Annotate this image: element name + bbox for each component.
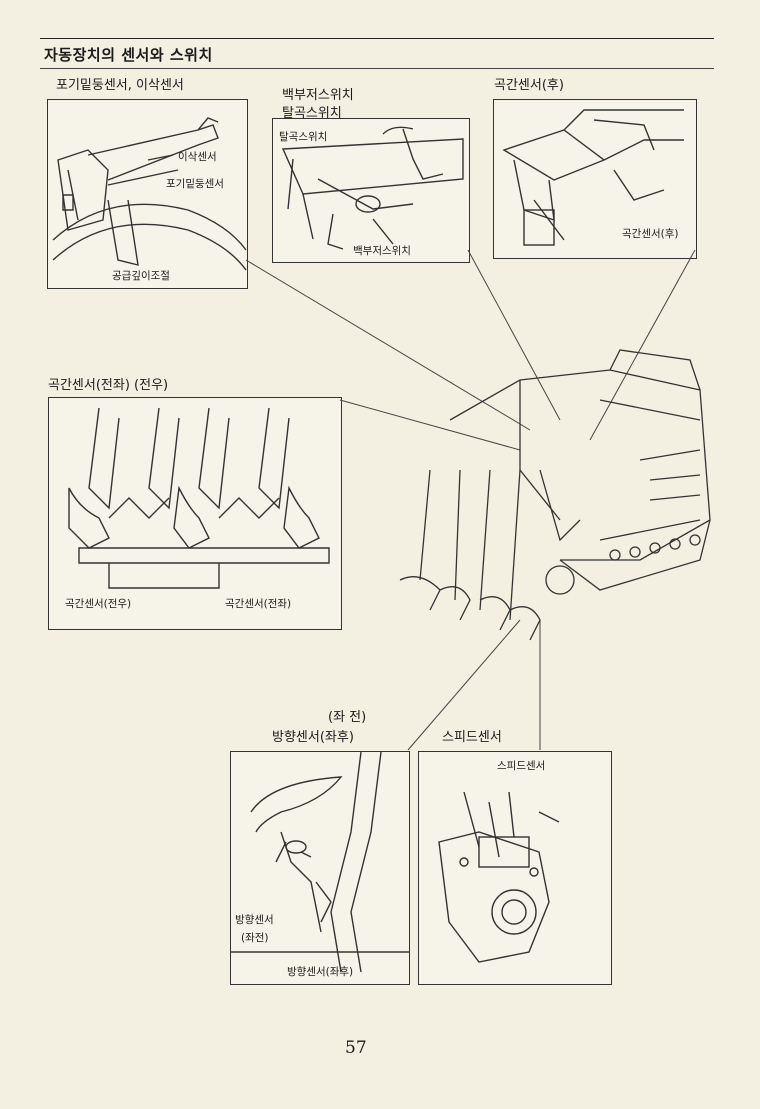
section-title-stem-sensor: 포기밑둥센서, 이삭센서 [56,78,184,93]
page-number: 57 [345,1038,367,1058]
callout-talgok-switch: 탈곡스위치 [279,131,328,143]
callout-gokgan-front-left: 곡간센서(전좌) [225,598,292,610]
callout-speed-sensor: 스피드센서 [497,760,546,772]
stem-sensor-figure: 이삭센서 포기밑둥센서 공급깊이조절 [47,99,248,289]
callout-gokgan-rear: 곡간센서(후) [622,228,679,240]
speed-sensor-figure: 스피드센서 [418,751,612,985]
section-title-front-culm-sensors: 곡간센서(전좌) (전우) [48,378,169,393]
section-title-rear-culm-sensor: 곡간센서(후) [494,78,564,93]
callout-direction-left-front-1: 방향센서 [235,914,274,926]
direction-sensor-figure: 방향센서 (좌전) 방향센서(좌후) [230,751,410,985]
section-title-left-front: (좌 전) [328,710,367,725]
switch-figure: 탈곡스위치 백부저스위치 [272,118,470,263]
callout-pogi-sensor: 포기밑둥센서 [166,178,224,190]
rear-culm-sensor-figure: 곡간센서(후) [493,99,697,259]
callout-gokgan-front-right: 곡간센서(전우) [65,598,132,610]
callout-baekbujeo-switch: 백부저스위치 [353,245,411,257]
callout-supply-depth: 공급깊이조절 [112,270,170,282]
page-title: 자동장치의 센서와 스위치 [44,46,213,64]
callout-direction-left-rear: 방향센서(좌후) [287,966,354,978]
header-underline [40,68,714,69]
section-title-thresh-switch: 탈곡스위치 [282,106,342,121]
callout-direction-left-front-2: (좌전) [241,932,269,944]
section-title-speed-sensor: 스피드센서 [442,730,502,745]
header-rule [40,38,714,39]
section-title-back-switch: 백부저스위치 [282,88,354,103]
section-title-direction-sensor: 방향센서(좌후) [272,730,354,745]
callout-isak-sensor: 이삭센서 [178,151,217,163]
front-culm-sensor-figure: 곡간센서(전우) 곡간센서(전좌) [48,397,342,630]
